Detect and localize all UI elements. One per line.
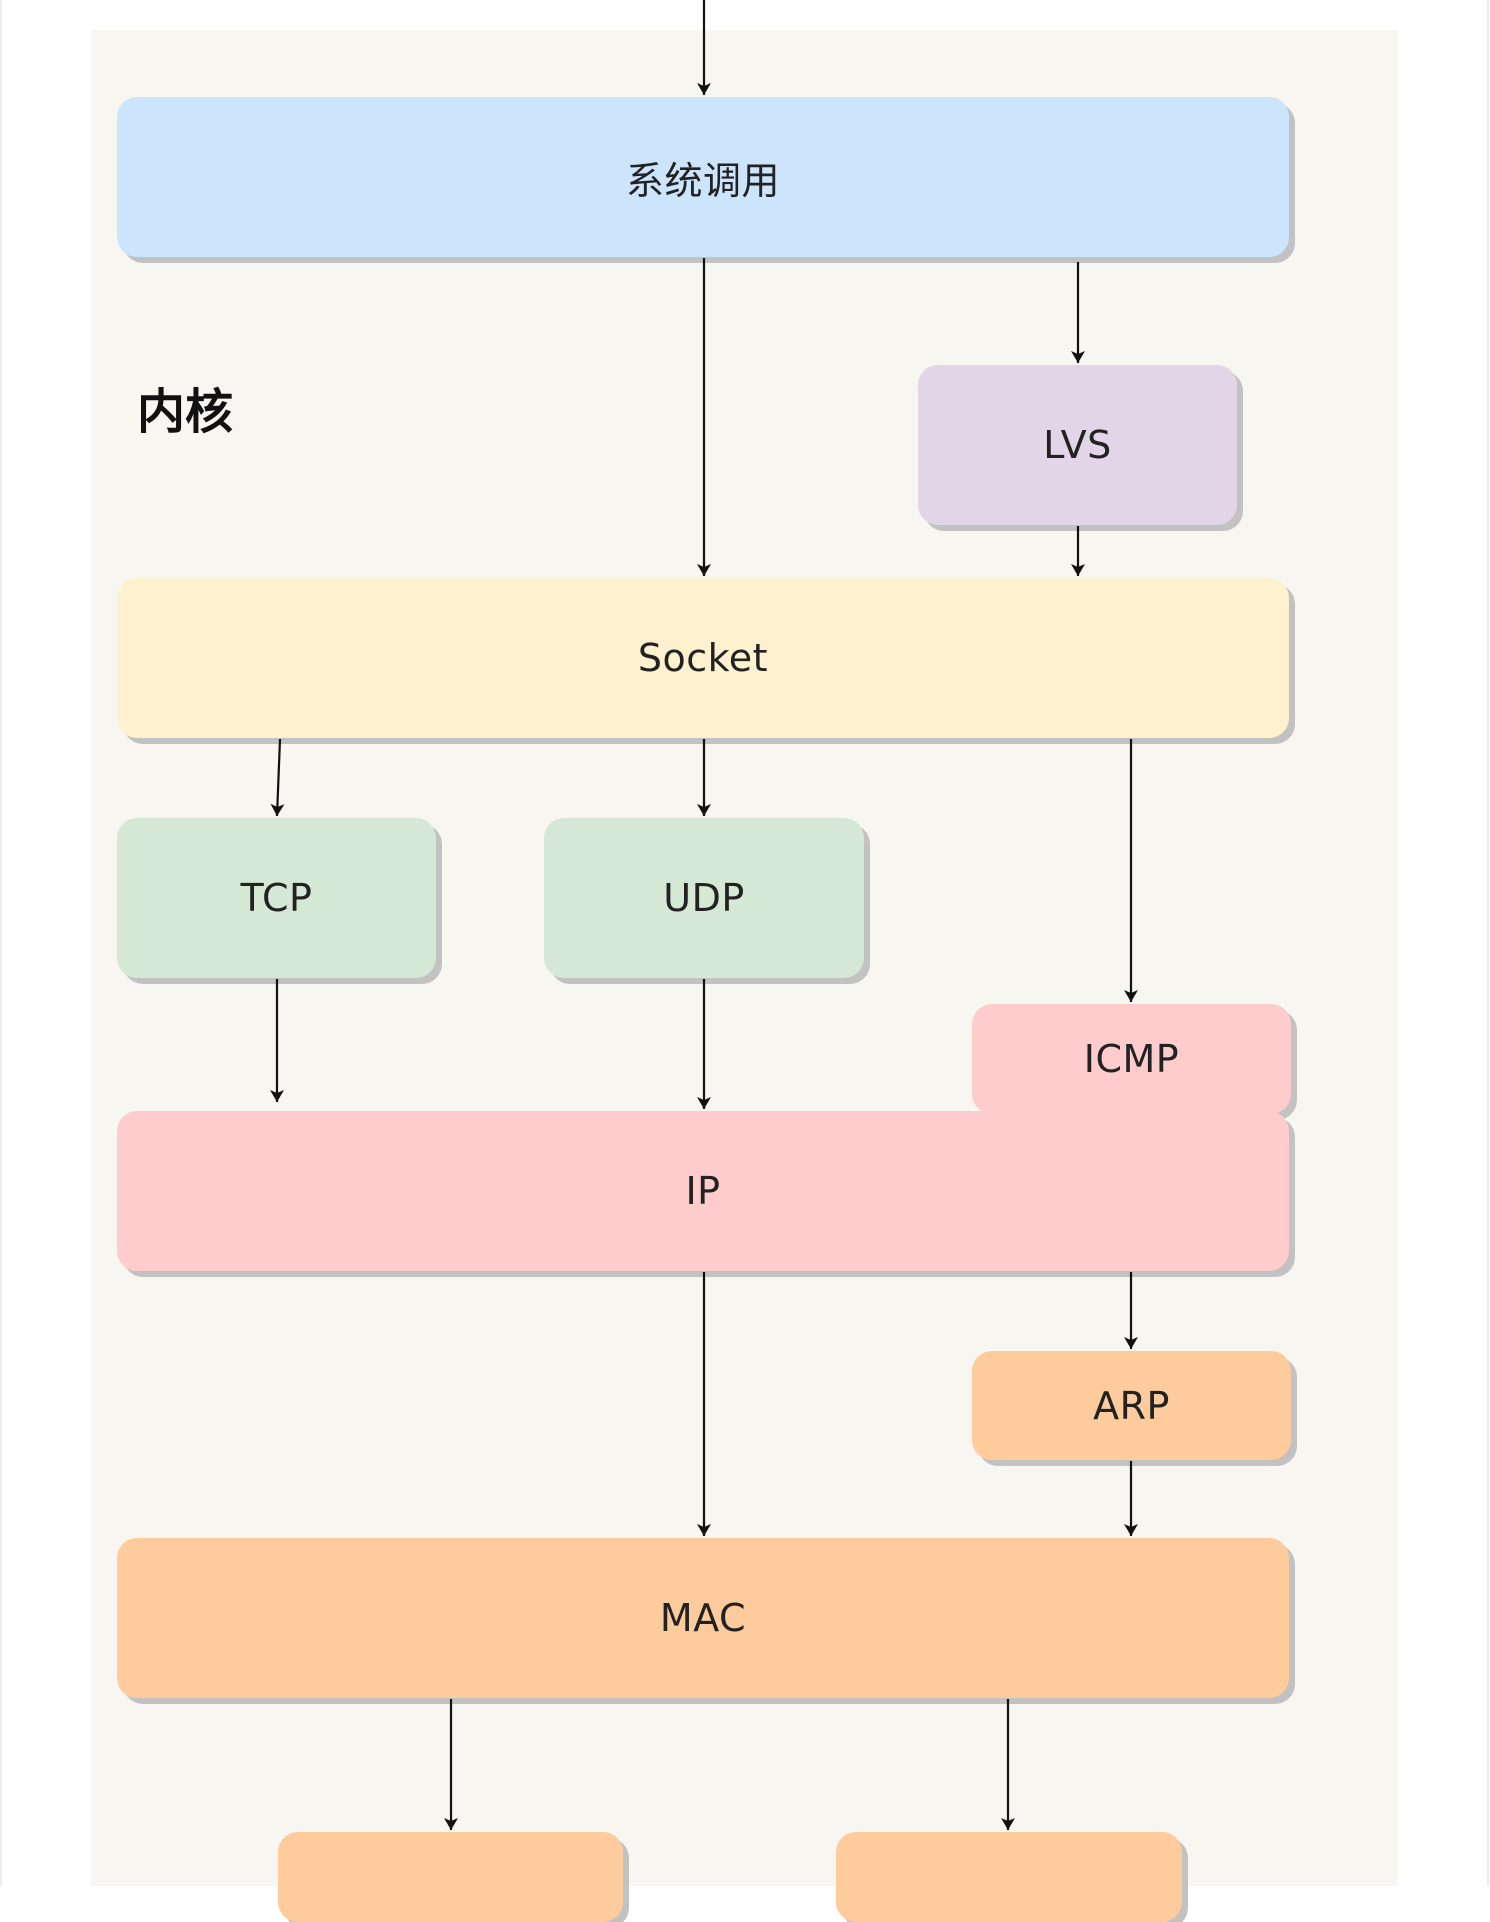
frame-border-right [1487, 0, 1489, 1886]
frame-border-left [0, 0, 2, 1886]
edge-socket-to-tcp [270, 738, 285, 817]
ip-node[interactable]: IP [117, 1111, 1289, 1271]
kernel-region-label: 内核 [137, 384, 234, 440]
